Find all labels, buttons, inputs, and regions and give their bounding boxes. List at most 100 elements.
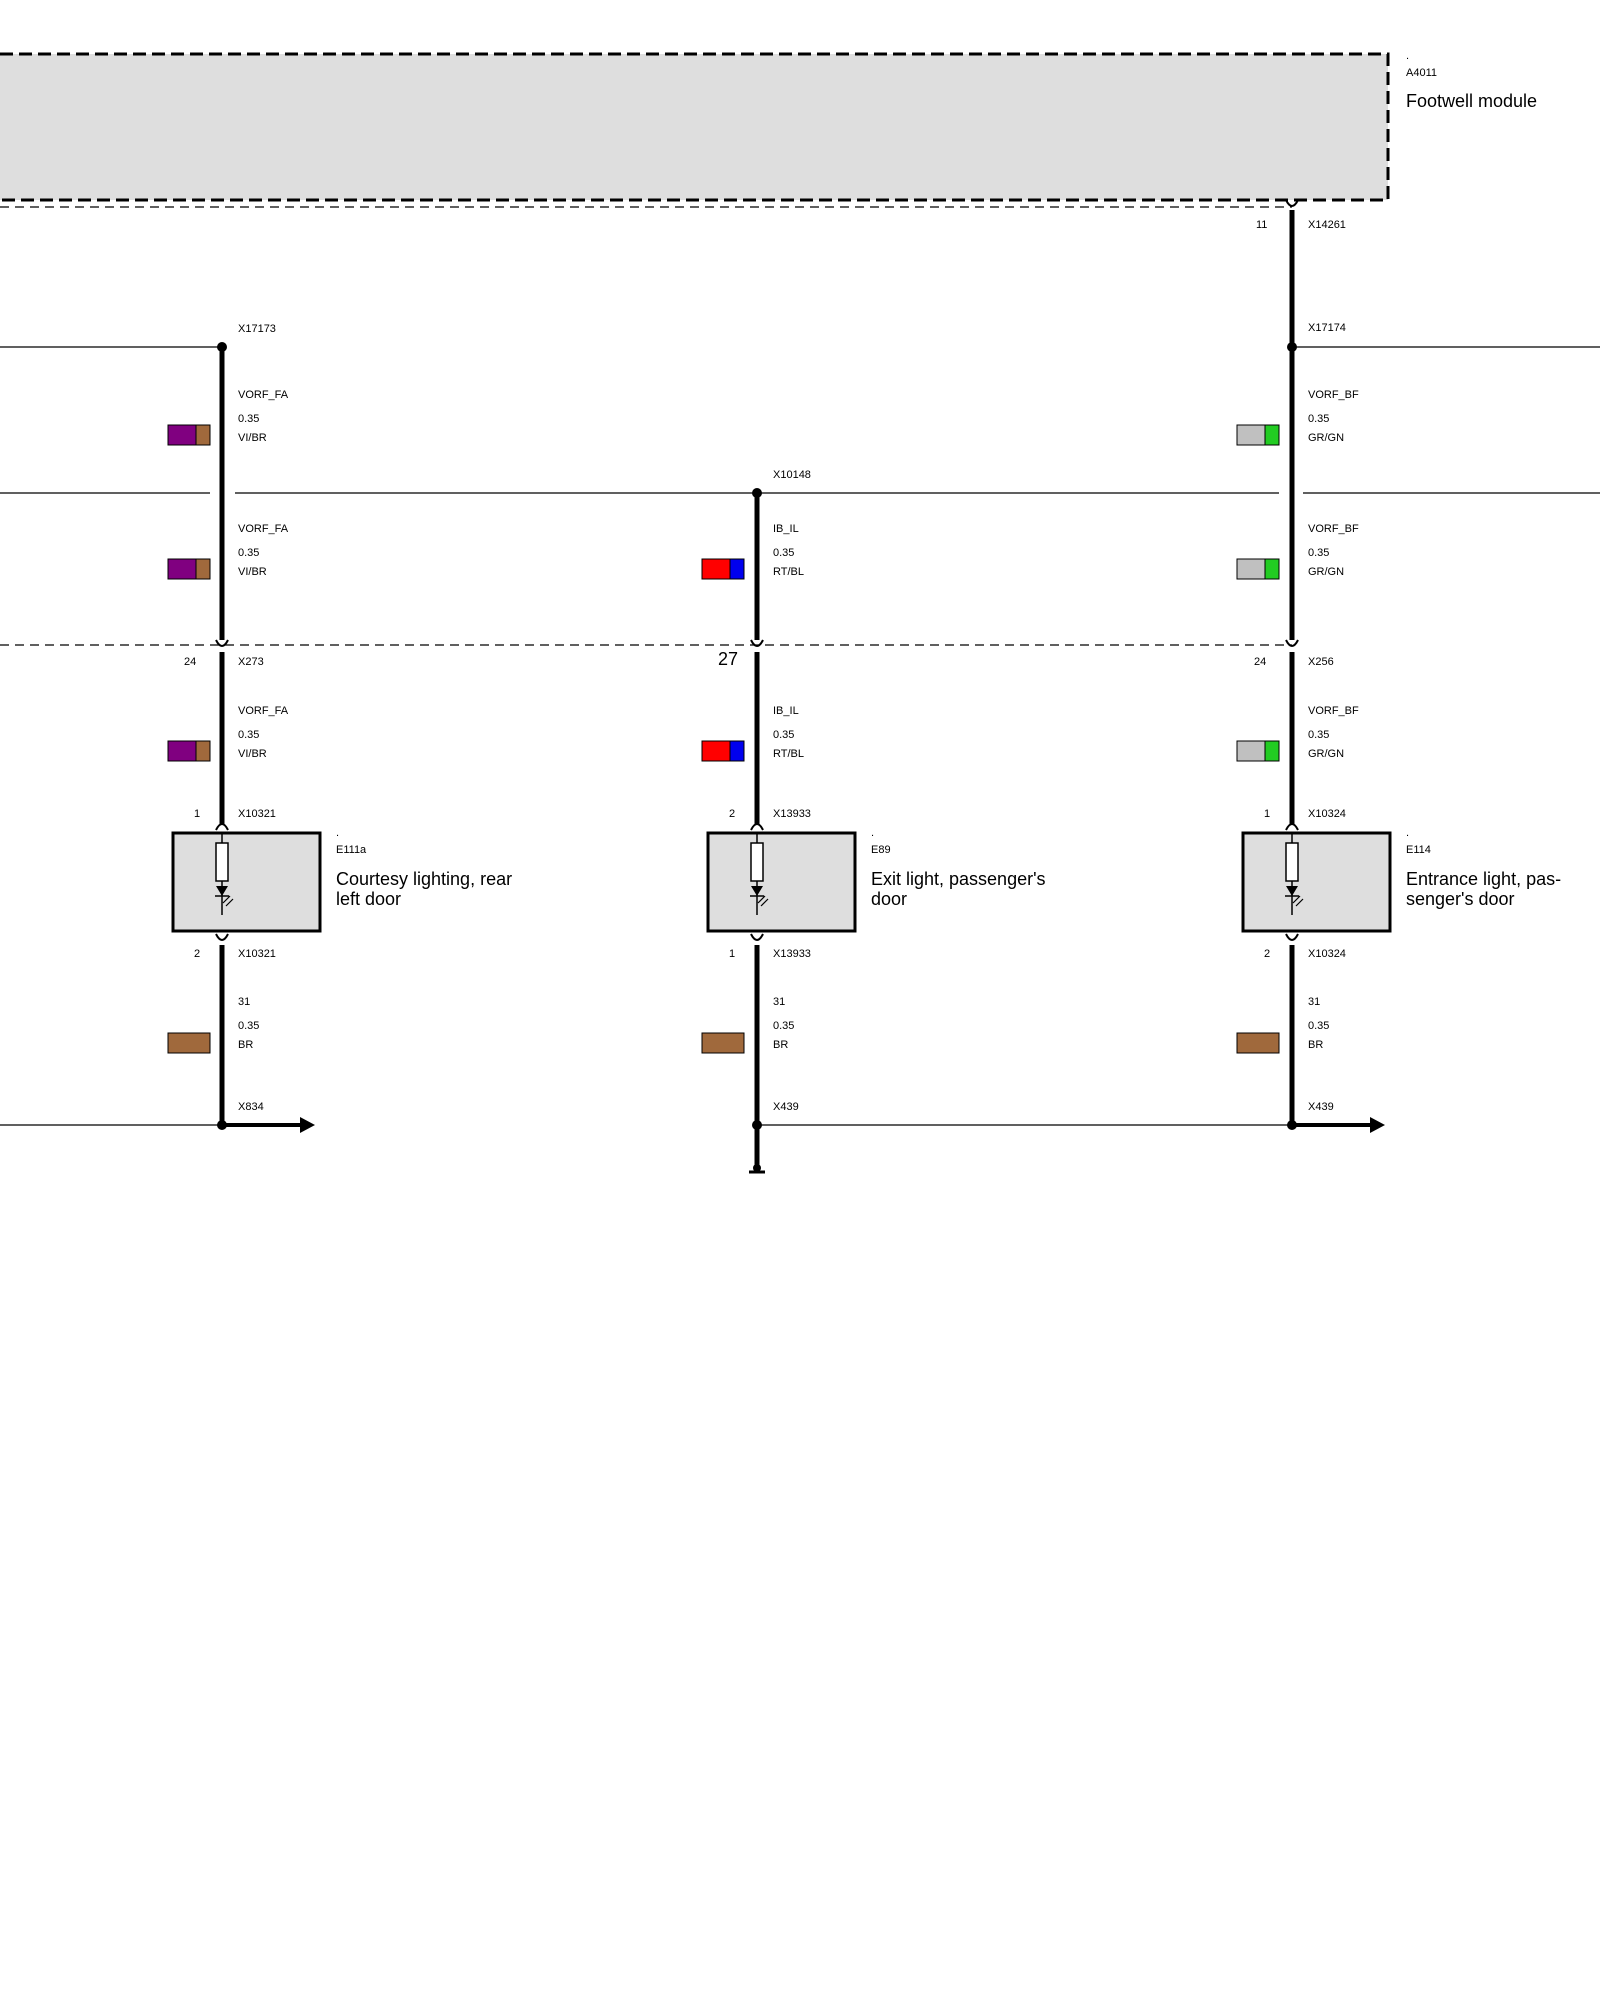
comp-code-3: E114 [1406, 844, 1431, 856]
seg2-signal-3: VORF_BF [1308, 523, 1359, 535]
footwell-module: . A4011 Footwell module 11 X14261 [0, 50, 1537, 231]
seg3-color-1: VI/BR [238, 748, 267, 760]
plug-pin-1: 24 [184, 656, 196, 668]
comp-name-1b: left door [336, 889, 401, 909]
seg3-size-1: 0.35 [238, 729, 259, 741]
arrow-right-icon [300, 1117, 315, 1133]
module-pin-symbol [1285, 199, 1299, 207]
module-name: Footwell module [1406, 91, 1537, 111]
seg4-size-2: 0.35 [773, 1020, 794, 1032]
ground-end-dot [753, 1164, 761, 1172]
pin-symbol-2-bottom [750, 933, 764, 941]
wire-color-swatch [1236, 1032, 1280, 1054]
plug-pin-3: 24 [1254, 656, 1266, 668]
plug-pin-2: 27 [718, 649, 738, 669]
module-code: A4011 [1406, 67, 1437, 79]
seg2-color-2: RT/BL [773, 566, 804, 578]
seg2-color-1: VI/BR [238, 566, 267, 578]
wire-color-swatch [701, 1032, 745, 1054]
seg2-signal-1: VORF_FA [238, 523, 289, 535]
circuit-entrance-light: X17174 VORF_BF 0.35 GR/GN VORF_BF 0.35 G… [1236, 199, 1561, 1133]
wire-color-swatch [701, 740, 745, 762]
ground-dot-2 [752, 1120, 762, 1130]
comp-pin-top-1: 1 [194, 808, 200, 820]
component-box-2 [706, 831, 857, 933]
seg1-signal-1: VORF_FA [238, 389, 289, 401]
ground-label-2: X439 [773, 1101, 799, 1113]
comp-name-1a: Courtesy lighting, rear [336, 869, 512, 889]
pin-symbol-1-top [215, 823, 229, 831]
seg1-size-1: 0.35 [238, 413, 259, 425]
wire-color-swatch [1236, 558, 1280, 580]
comp-name-2a: Exit light, passenger's [871, 869, 1046, 889]
wire-color-swatch [167, 424, 211, 446]
wire-color-swatch [1236, 740, 1280, 762]
comp-pin-bottom-3: 2 [1264, 948, 1270, 960]
seg1-size-3: 0.35 [1308, 413, 1329, 425]
seg3-signal-1: VORF_FA [238, 705, 289, 717]
comp-dot-2: . [871, 827, 874, 839]
comp-code-1: E111a [336, 844, 367, 856]
seg4-signal-1: 31 [238, 996, 250, 1008]
wire-color-swatch [167, 740, 211, 762]
splice-label-3: X17174 [1308, 322, 1346, 334]
comp-pin-top-2: 2 [729, 808, 735, 820]
ground-label-3: X439 [1308, 1101, 1334, 1113]
arrow-right-icon [1370, 1117, 1385, 1133]
plug-label-1: X273 [238, 656, 264, 668]
wire-color-swatch [1236, 424, 1280, 446]
seg4-signal-2: 31 [773, 996, 785, 1008]
comp-conn-bottom-1: X10321 [238, 948, 276, 960]
comp-name-2b: door [871, 889, 907, 909]
comp-name-3a: Entrance light, pas- [1406, 869, 1561, 889]
pin-symbol-2-top [750, 823, 764, 831]
seg2-size-3: 0.35 [1308, 547, 1329, 559]
plug-symbol-3 [1285, 639, 1299, 647]
splice-dot-1 [217, 342, 227, 352]
seg4-color-1: BR [238, 1039, 253, 1051]
comp-conn-bottom-3: X10324 [1308, 948, 1346, 960]
seg2-size-2: 0.35 [773, 547, 794, 559]
comp-dot-1: . [336, 827, 339, 839]
comp-pin-bottom-2: 1 [729, 948, 735, 960]
seg1-color-3: GR/GN [1308, 432, 1344, 444]
splice-label-2: X10148 [773, 469, 811, 481]
wire-color-swatch [701, 558, 745, 580]
comp-name-3b: senger's door [1406, 889, 1515, 909]
ground-label-1: X834 [238, 1101, 264, 1113]
seg3-size-3: 0.35 [1308, 729, 1329, 741]
circuit-courtesy-lighting: X17173 VORF_FA 0.35 VI/BR VORF_FA 0.35 V… [167, 323, 512, 1133]
pin-symbol-1-bottom [215, 933, 229, 941]
seg3-color-3: GR/GN [1308, 748, 1344, 760]
pin-symbol-3-top [1285, 823, 1299, 831]
component-box-3 [1241, 831, 1392, 933]
splice-label-1: X17173 [238, 323, 276, 335]
seg4-color-2: BR [773, 1039, 788, 1051]
seg4-color-3: BR [1308, 1039, 1323, 1051]
wire-color-swatch [167, 558, 211, 580]
comp-code-2: E89 [871, 844, 891, 856]
comp-conn-bottom-2: X13933 [773, 948, 811, 960]
comp-pin-top-3: 1 [1264, 808, 1270, 820]
comp-pin-bottom-1: 2 [194, 948, 200, 960]
circuit-exit-light: X10148 IB_IL 0.35 RT/BL 27 IB_IL 0.35 RT… [701, 469, 1046, 1174]
seg2-size-1: 0.35 [238, 547, 259, 559]
seg4-size-1: 0.35 [238, 1020, 259, 1032]
splice-dot-3 [1287, 342, 1297, 352]
plug-label-3: X256 [1308, 656, 1334, 668]
seg1-signal-3: VORF_BF [1308, 389, 1359, 401]
seg4-signal-3: 31 [1308, 996, 1320, 1008]
seg3-signal-2: IB_IL [773, 705, 799, 717]
module-dot: . [1406, 50, 1409, 62]
plug-symbol-1 [215, 639, 229, 647]
seg3-size-2: 0.35 [773, 729, 794, 741]
wire-color-swatch [167, 1032, 211, 1054]
module-box [0, 52, 1390, 202]
seg3-color-2: RT/BL [773, 748, 804, 760]
plug-symbol-2 [750, 639, 764, 647]
comp-dot-3: . [1406, 827, 1409, 839]
component-box-1 [171, 831, 322, 933]
comp-conn-top-2: X13933 [773, 808, 811, 820]
module-connector: X14261 [1308, 219, 1346, 231]
